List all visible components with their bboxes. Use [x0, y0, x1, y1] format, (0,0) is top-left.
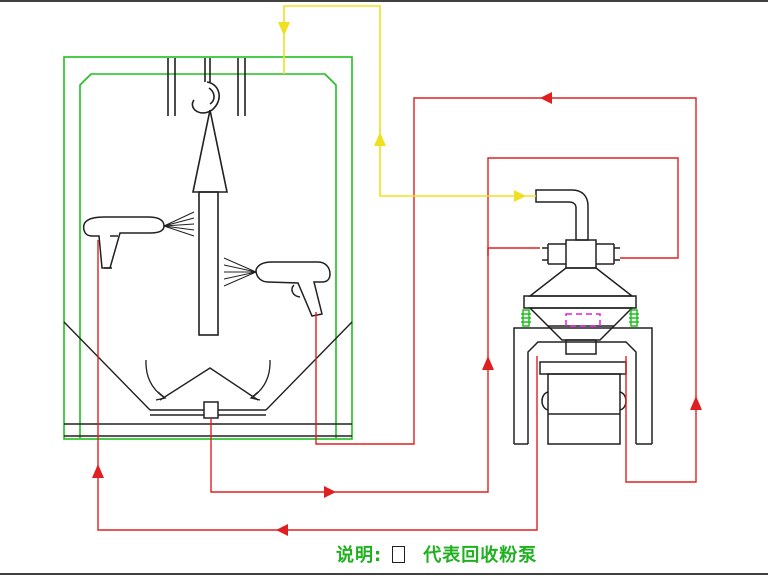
sieve-cone-bottom	[528, 307, 634, 341]
right-spray-pattern	[223, 257, 257, 287]
collection-hopper	[63, 321, 353, 416]
inlet-pipe	[535, 189, 589, 241]
sieve-screen	[565, 313, 601, 327]
hopper-body	[547, 373, 621, 445]
legend-label: 说明:	[336, 545, 383, 566]
air-supply-line	[283, 5, 536, 197]
hopper-handle-right	[619, 391, 627, 411]
booth-outer-wall	[63, 56, 353, 440]
cyclone-head	[565, 239, 597, 269]
booth-inner-wall	[79, 73, 337, 438]
sieve-cone-top	[527, 267, 635, 297]
workpiece-rod	[198, 191, 219, 336]
pump-box-icon	[392, 545, 406, 563]
left-spray-gun	[82, 216, 165, 269]
recovery-unit	[513, 189, 653, 445]
left-spray-pattern	[163, 211, 195, 237]
conveyor-rails	[167, 58, 246, 116]
hopper-flow-arrows	[145, 359, 271, 401]
cyclone-head-flanges	[542, 243, 620, 265]
powder-return-lines	[97, 97, 697, 531]
sieve-outlet	[565, 339, 597, 355]
hopper-handle-left	[541, 391, 549, 411]
right-spray-gun	[255, 261, 331, 317]
booth-floor	[64, 423, 352, 437]
legend-text: 代表回收粉泵	[423, 545, 538, 566]
hopper-lid	[539, 361, 627, 375]
hanger-hook	[191, 58, 220, 114]
powder-flow-arrows	[92, 92, 702, 536]
booth-pump-box	[203, 401, 219, 419]
workpiece-cone	[192, 109, 228, 193]
air-flow-arrows	[278, 22, 526, 202]
sieve-ring	[523, 295, 637, 309]
vibration-springs	[521, 309, 639, 327]
legend: 说明: 代表回收粉泵	[336, 540, 537, 568]
stand-outer	[513, 327, 653, 444]
stand-inner	[527, 341, 637, 444]
